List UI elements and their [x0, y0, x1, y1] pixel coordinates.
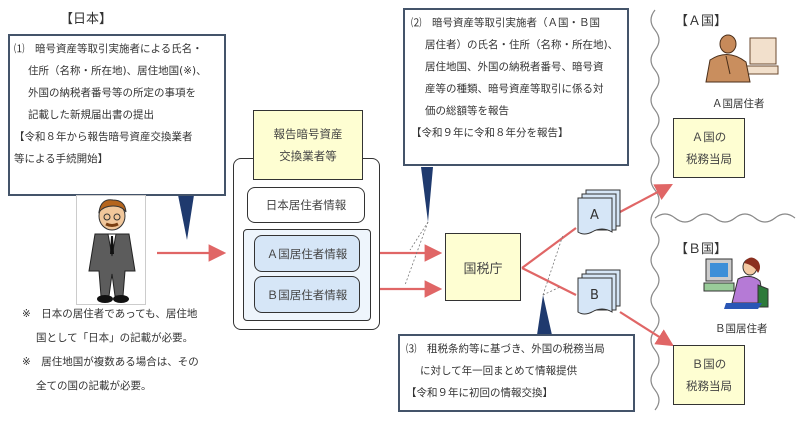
b-resident-label: Ｂ国居住者	[715, 323, 768, 335]
arrow-nta-to-doc-b	[521, 267, 577, 296]
a-resident-info: Ａ国居住者情報	[254, 235, 360, 272]
callout1-line: 等による手続開始】	[14, 153, 109, 165]
doc-stack-a: A	[576, 188, 624, 238]
callout1-line: 【令和８年から報告暗号資産交換業者	[14, 131, 193, 143]
doc-stack-b: B	[576, 268, 624, 318]
callout-step2: ⑵ 暗号資産等取引実施者（Ａ国・Ｂ国 居住者）の氏名・住所（名称・所在地)、 居…	[403, 8, 629, 166]
country-divider-vertical	[650, 9, 660, 411]
note-line: ※ 日本の居住者であっても、居住地	[22, 308, 198, 320]
callout2-line: 産等の種類、暗号資産等取引に係る対	[425, 83, 604, 95]
a-resident-label: Ａ国居住者	[712, 98, 765, 110]
a-tax-authority: Ａ国の 税務当局	[673, 118, 745, 178]
doc-a-label: A	[590, 208, 599, 223]
callout2-line: 価の総額等を報告	[425, 105, 509, 117]
exchange-title-line: 交換業者等	[279, 149, 337, 163]
exchange-title-box: 報告暗号資産 交換業者等	[253, 110, 363, 180]
nta-box: 国税庁	[445, 233, 521, 301]
callout1-line: 住所（名称・所在地)、居住地国(※)、	[28, 65, 207, 77]
callout2-line: 居住者）の氏名・住所（名称・所在地)、	[425, 39, 619, 51]
note-line: ※ 居住地国が複数ある場合は、その	[22, 356, 199, 368]
a-authority-line: 税務当局	[686, 152, 732, 166]
arrow-doc-a-to-authority-a	[619, 183, 673, 213]
a-authority-line: Ａ国の	[691, 130, 727, 144]
b-tax-authority: Ｂ国の 税務当局	[673, 345, 745, 405]
callout-step3: ⑶ 租税条約等に基づき、外国の税務当局 に対して年一回まとめて情報提供 【令和９…	[398, 334, 635, 412]
country-divider-horizontal	[654, 213, 796, 223]
arrow-nta-to-doc-a	[521, 227, 577, 269]
b-resident-info: Ｂ国居住者情報	[254, 276, 360, 313]
japan-title: 【日本】	[60, 12, 113, 27]
callout3-pointer	[537, 295, 552, 335]
b-authority-line: 税務当局	[686, 379, 732, 393]
callout1-line: 記載した新規届出書の提出	[28, 109, 154, 121]
note-line: 全ての国の記載が必要。	[36, 380, 152, 392]
callout1-pointer	[178, 195, 194, 240]
country-a-title: 【Ａ国】	[675, 14, 728, 29]
callout2-line: ⑵ 暗号資産等取引実施者（Ａ国・Ｂ国	[411, 17, 600, 29]
note-line: 国として「日本」の記載が必要。	[36, 332, 194, 344]
exchange-title-line: 報告暗号資産	[273, 127, 343, 141]
callout1-line: 外国の納税者番号等の所定の事項を	[28, 87, 196, 99]
callout3-line: に対して年一回まとめて情報提供	[420, 365, 578, 377]
woman-at-computer-icon	[702, 255, 772, 311]
callout2-pointer	[421, 167, 433, 222]
callout3-line: ⑶ 租税条約等に基づき、外国の税務当局	[406, 343, 605, 355]
callout3-line: 【令和９年に初回の情報交換】	[406, 387, 553, 399]
callout-step1: ⑴ 暗号資産等取引実施者による氏名・ 住所（名称・所在地)、居住地国(※)、 外…	[8, 34, 226, 196]
japan-resident-info: 日本居住者情報	[247, 187, 365, 223]
callout2-line: 【令和９年に令和８年分を報告】	[411, 127, 569, 139]
businessman-icon	[76, 195, 146, 305]
b-authority-line: Ｂ国の	[691, 357, 727, 371]
callout2-line: 居住地国、外国の納税者番号、暗号資	[425, 61, 604, 73]
man-at-computer-icon	[700, 30, 780, 92]
japan-notes: ※ 日本の居住者であっても、居住地 国として「日本」の記載が必要。 ※ 居住地国…	[22, 302, 199, 398]
country-b-title: 【Ｂ国】	[675, 242, 728, 257]
arrow-doc-b-to-authority-b	[619, 311, 674, 347]
doc-b-label: B	[590, 288, 599, 303]
callout1-line: ⑴ 暗号資産等取引実施者による氏名・	[14, 43, 203, 55]
